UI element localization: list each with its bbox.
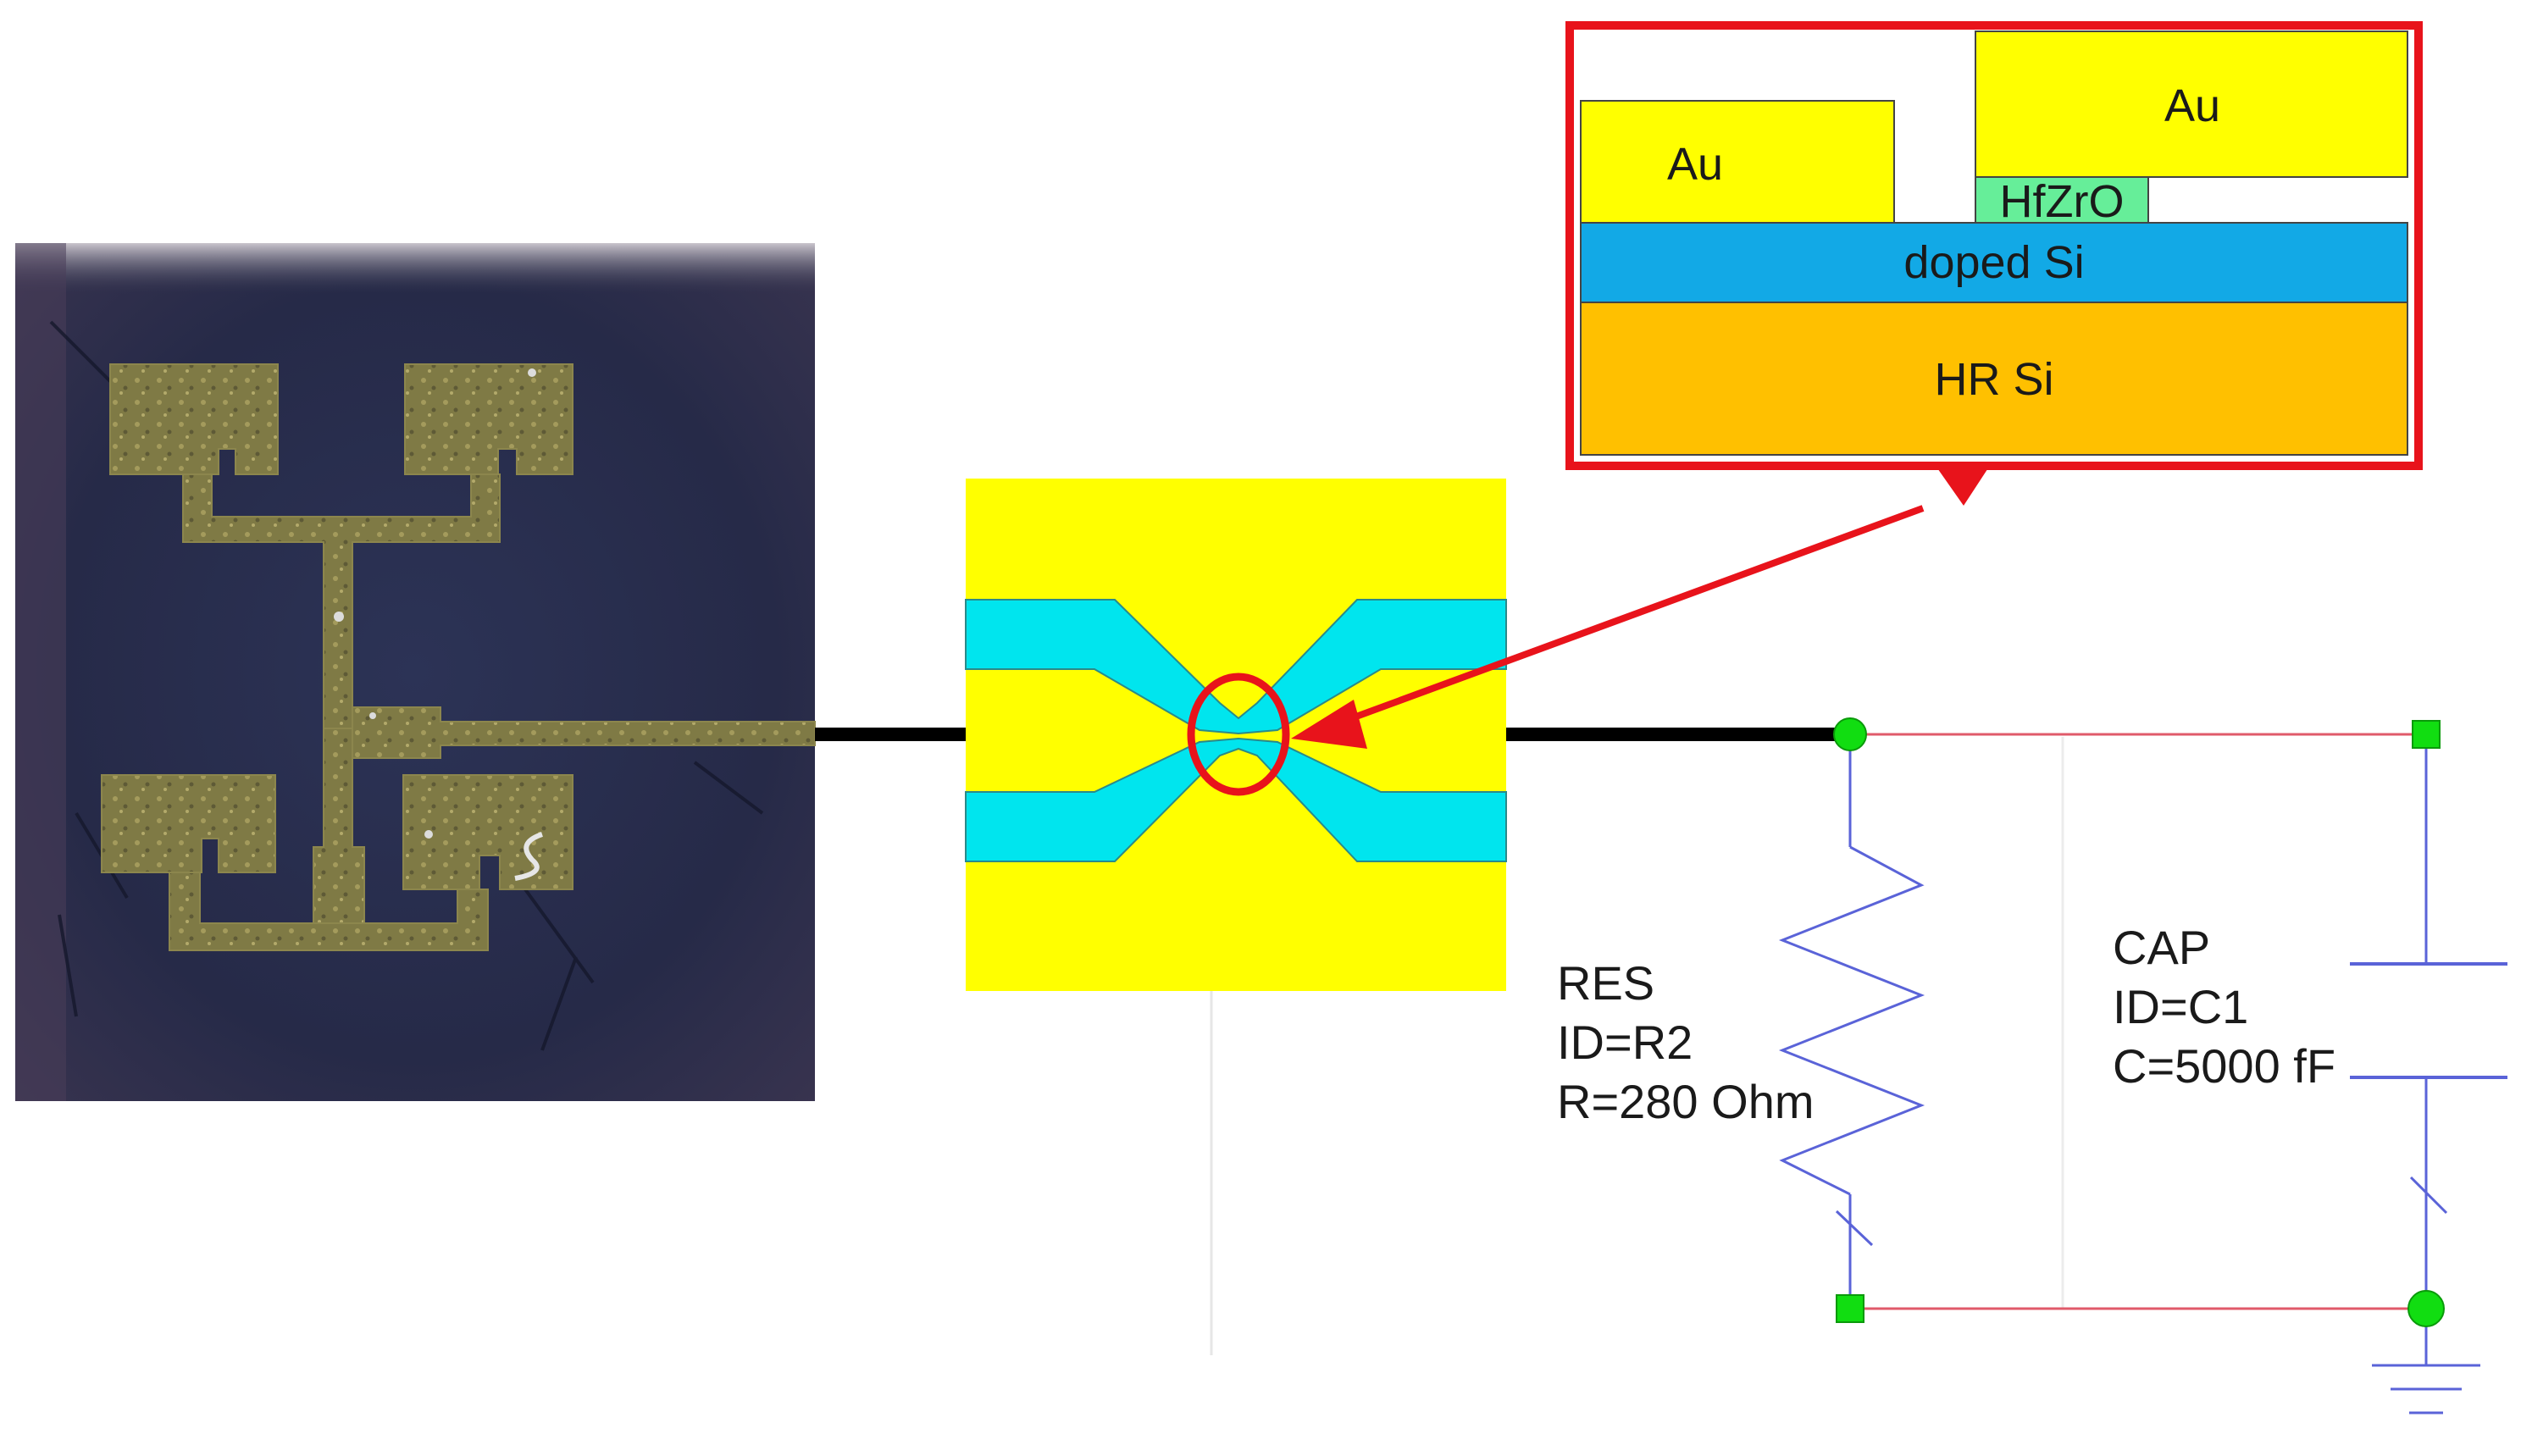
pad-top-right: [404, 363, 573, 475]
resistor-value-label: R=280 Ohm: [1557, 1075, 1815, 1128]
photo-specks: [334, 368, 536, 839]
resistor-type-label: RES: [1557, 956, 1654, 1010]
node-bottom-left: [1836, 1294, 1864, 1323]
cross-section-inset: Au Au HfZrO doped Si HR Si: [1565, 21, 2423, 470]
photo-squiggle: [514, 832, 544, 881]
capacitor-id-label: ID=C1: [2113, 980, 2248, 1033]
gold-electrodes: [101, 363, 816, 951]
micrograph-photo: [15, 243, 816, 1101]
resistor-symbol: [1778, 845, 1925, 1196]
resistor-id-label: ID=R2: [1557, 1016, 1693, 1069]
node-top-right: [2412, 720, 2441, 749]
center-spine: [313, 728, 365, 924]
photo-top-edge: [15, 243, 815, 294]
au-left-layer: [1580, 100, 1895, 224]
photo-left-shade: [15, 243, 66, 1101]
ground-icon: [2372, 1309, 2480, 1414]
pad-top-left: [109, 363, 279, 475]
doped-si-label: doped Si: [1903, 237, 2084, 288]
cyan-upper-strip: [965, 599, 1507, 735]
capacitor-value-label: C=5000 fF: [2113, 1039, 2335, 1093]
signal-line: [352, 706, 816, 759]
au-right-label: Au: [2164, 80, 2220, 131]
au-right-layer: [1975, 30, 2408, 178]
cyan-lower-strip: [965, 737, 1507, 862]
node-top-left: [1833, 717, 1867, 751]
substrate-layer: [1580, 302, 2408, 456]
junction-highlight-circle: [1187, 673, 1290, 796]
capacitor-type-label: CAP: [2113, 921, 2210, 974]
hfzro-layer: [1975, 176, 2149, 224]
bottom-feedline: [169, 872, 489, 951]
au-left-label: Au: [1667, 139, 1723, 190]
top-feedline: [182, 473, 501, 729]
pad-bottom-left: [101, 774, 276, 873]
node-bottom-right: [2407, 1290, 2445, 1327]
equivalent-circuit: RES ID=R2 R=280 Ohm CAP ID=C1 C=5000 fF: [1210, 717, 2507, 1414]
doped-si-layer: [1580, 222, 2408, 303]
callout-arrow-line: [1345, 505, 1925, 723]
layout-background: [966, 479, 1506, 991]
hr-si-label: HR Si: [1934, 354, 2053, 405]
capacitor-tick: [2409, 1176, 2448, 1215]
hfzro-label: HfZrO: [2000, 176, 2125, 227]
device-layout: [965, 479, 1507, 991]
arrowhead-near-junction: [1291, 700, 1367, 749]
resistor-tick: [1835, 1210, 1874, 1247]
